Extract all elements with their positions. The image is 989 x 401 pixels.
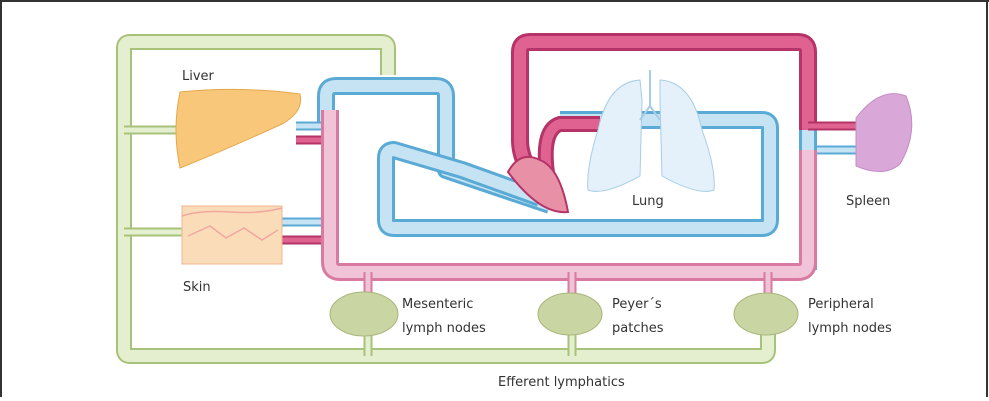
mesenteric-label: Mesenteric lymph nodes (402, 297, 486, 336)
mesenteric-label-line1: Mesenteric (402, 297, 473, 312)
venous-vessels (282, 86, 858, 270)
skin-label: Skin (183, 280, 211, 295)
peyers-patch-node (538, 293, 602, 335)
liver-label: Liver (182, 69, 215, 84)
spleen-shape (856, 94, 912, 172)
peripheral-label-line1: Peripheral (808, 297, 874, 312)
heart (508, 157, 568, 212)
left-lung-lobe (588, 80, 642, 191)
peyers-label-line2: patches (612, 321, 664, 336)
skin (182, 206, 282, 264)
heart-shape (508, 157, 568, 212)
mesenteric-label-line2: lymph nodes (402, 321, 486, 336)
lung-label: Lung (632, 194, 664, 209)
peripheral-lymph-node (734, 293, 798, 335)
efferent-label: Efferent lymphatics (498, 375, 625, 390)
peyers-label: Peyer´s patches (612, 297, 666, 336)
liver (176, 89, 301, 168)
right-lung-lobe (660, 80, 714, 191)
systemic-trunk-vessel (330, 110, 808, 272)
lung (588, 70, 715, 191)
mesenteric-lymph-node (330, 292, 398, 336)
liver-shape (176, 89, 301, 168)
peripheral-label: Peripheral lymph nodes (808, 297, 892, 336)
spleen (856, 94, 912, 172)
peripheral-label-line2: lymph nodes (808, 321, 892, 336)
peyers-label-line1: Peyer´s (612, 297, 662, 312)
spleen-label: Spleen (846, 194, 890, 209)
systemic-trunk (330, 110, 808, 300)
lymph-nodes (330, 292, 798, 336)
